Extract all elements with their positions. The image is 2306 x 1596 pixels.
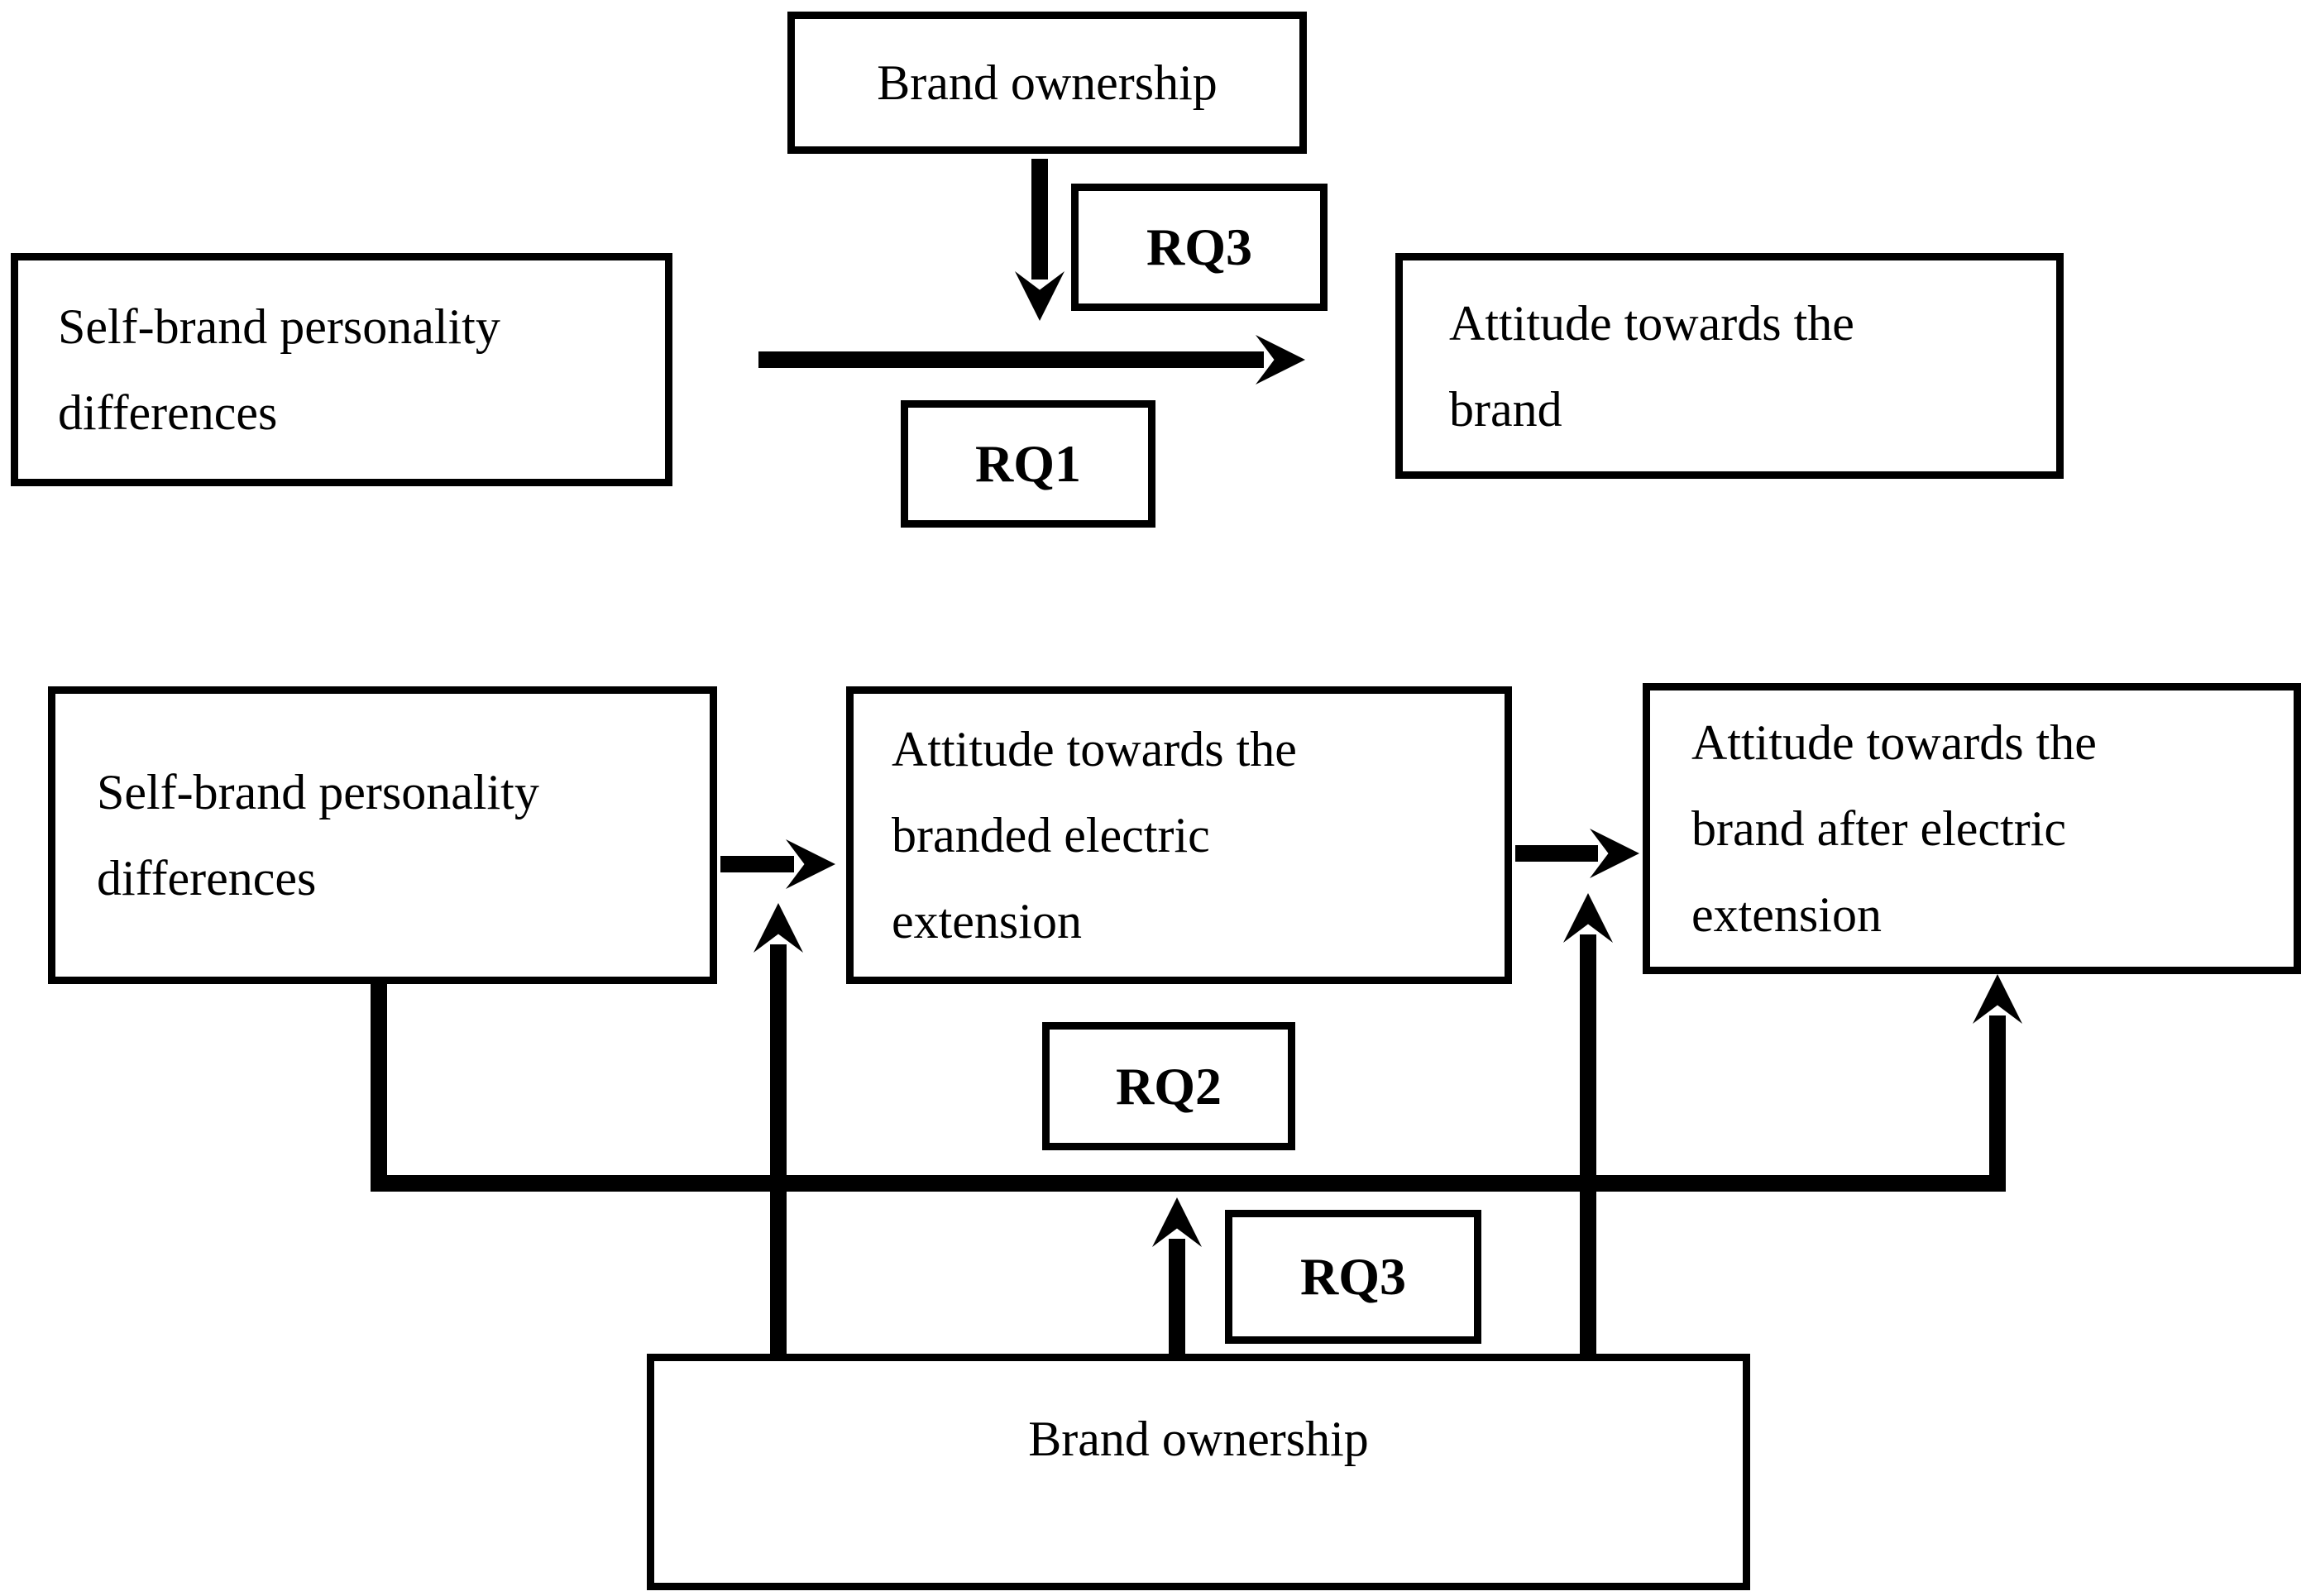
box-self-brand-top: Self-brand personality differences [11,253,672,486]
box-rq3-bottom: RQ3 [1225,1210,1481,1344]
box-attitude-extension: Attitude towards the branded electric ex… [846,686,1512,984]
box-self-brand-bottom: Self-brand personality differences [48,686,717,984]
box-self-brand-bottom-line2: differences [97,851,317,906]
box-rq3-bottom-label: RQ3 [1300,1247,1406,1306]
box-self-brand-top-line2: differences [58,385,278,440]
box-self-brand-top-line1: Self-brand personality [58,299,500,354]
box-rq2-label: RQ2 [1116,1056,1222,1116]
box-brand-ownership-top-label: Brand ownership [877,55,1218,110]
box-rq2: RQ2 [1042,1022,1295,1150]
box-brand-ownership-top: Brand ownership [787,12,1307,154]
box-rq1: RQ1 [901,400,1155,528]
box-attitude-after-extension-line1: Attitude towards the [1691,715,2097,770]
box-self-brand-bottom-line1: Self-brand personality [97,765,539,820]
box-attitude-extension-line1: Attitude towards the [892,722,1297,776]
box-attitude-extension-line2: branded electric [892,808,1210,863]
box-rq3-top-label: RQ3 [1146,217,1252,276]
box-rq3-top: RQ3 [1071,184,1328,311]
box-attitude-after-extension-line3: extension [1691,887,1882,942]
box-brand-ownership-bottom: Brand ownership [647,1354,1750,1590]
box-rq1-label: RQ1 [975,434,1081,493]
box-attitude-after-extension: Attitude towards the brand after electri… [1643,683,2301,974]
box-attitude-after-extension-line2: brand after electric [1691,801,2067,856]
box-attitude-brand-top-line2: brand [1449,381,1562,437]
box-attitude-brand-top-line1: Attitude towards the [1449,295,1854,351]
box-attitude-extension-line3: extension [892,894,1082,949]
box-attitude-brand-top: Attitude towards the brand [1395,253,2064,479]
box-brand-ownership-bottom-label: Brand ownership [1028,1412,1369,1466]
